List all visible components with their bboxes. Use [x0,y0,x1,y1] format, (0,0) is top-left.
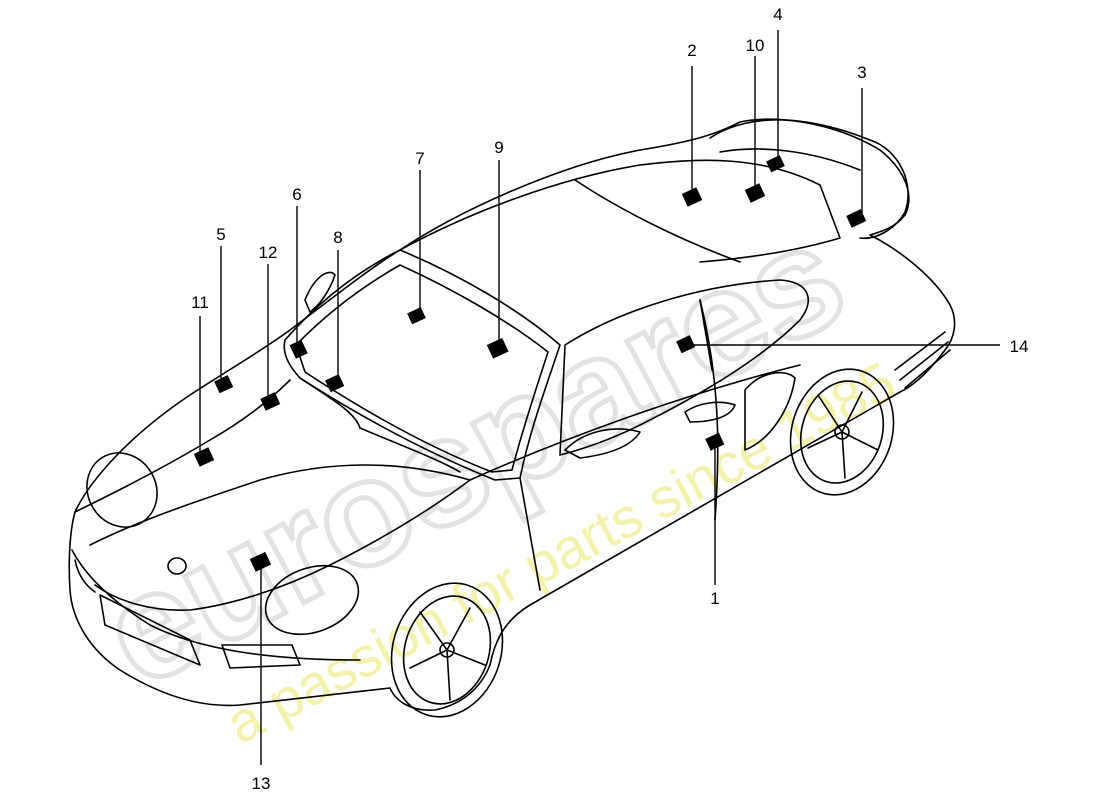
callout-2: 2 [687,41,696,60]
leader-lines [199,30,1000,765]
marker-8 [325,374,345,393]
callout-6: 6 [292,185,301,204]
callout-8: 8 [333,228,342,247]
callout-14: 14 [1010,337,1029,356]
marker-6 [289,339,308,359]
marker-2 [681,187,703,207]
marker-13 [249,551,272,572]
marker-10 [744,183,766,203]
marker-1 [705,432,725,451]
callout-7: 7 [415,149,424,168]
marker-3 [846,209,867,228]
marker-14 [676,335,696,354]
callout-4: 4 [773,5,782,24]
label-markers [193,155,867,572]
callout-11: 11 [191,293,209,312]
car-outline [68,118,956,718]
watermark: eurospares a passion for parts since 198… [74,188,906,756]
callout-1: 1 [710,589,719,608]
callout-10: 10 [746,36,765,55]
callout-9: 9 [494,138,503,157]
callout-5: 5 [216,225,225,244]
marker-7 [407,307,426,325]
marker-9 [486,337,509,359]
marker-4 [766,155,785,173]
callout-numbers: 1 2 3 4 5 6 7 8 9 10 11 12 13 14 [191,5,1028,793]
marker-12 [260,392,281,411]
marker-5 [214,375,234,394]
callout-3: 3 [857,63,866,82]
marker-11 [193,447,215,467]
callout-12: 12 [259,243,278,262]
callout-13: 13 [252,774,271,793]
